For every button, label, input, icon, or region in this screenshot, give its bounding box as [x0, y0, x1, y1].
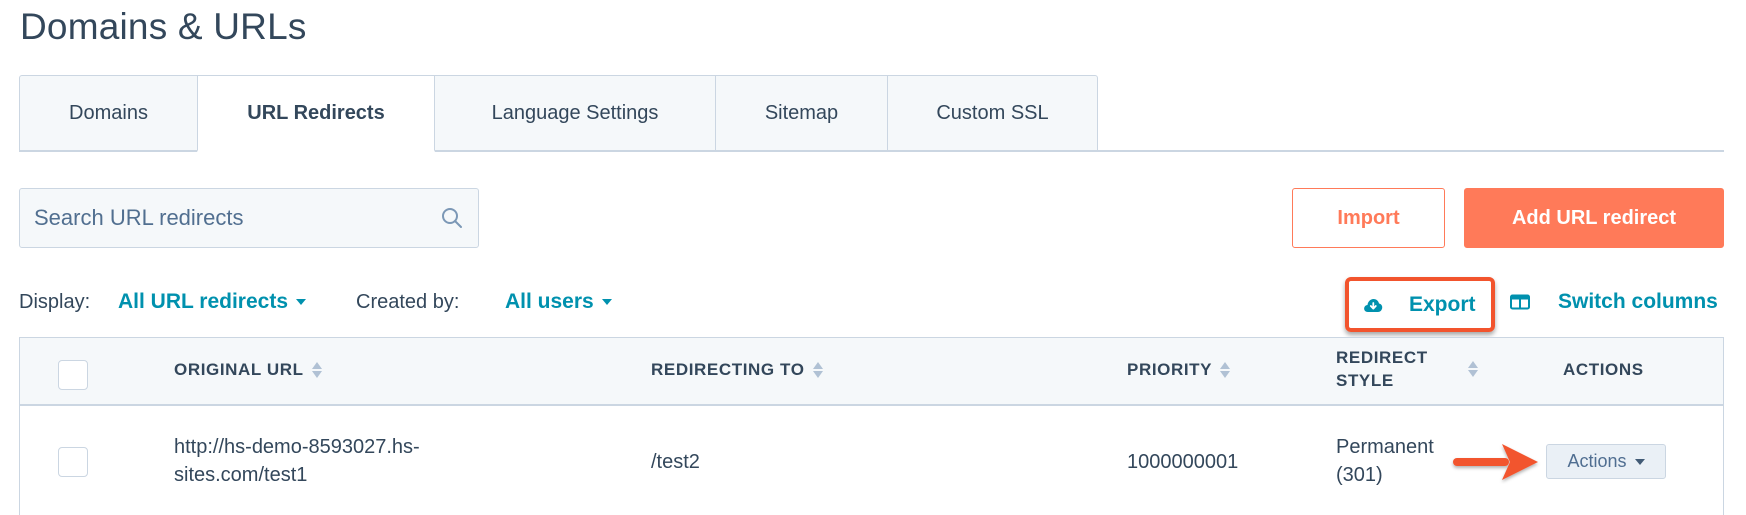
cell-text: (301): [1336, 464, 1383, 486]
column-label: PRIORITY: [1127, 360, 1213, 379]
column-header-original-url[interactable]: ORIGINAL URL: [174, 360, 322, 380]
chevron-down-icon: [296, 299, 306, 305]
original-url-cell: http://hs-demo-8593027.hs- sites.com/tes…: [174, 433, 420, 489]
column-header-priority[interactable]: PRIORITY: [1127, 360, 1231, 380]
columns-icon: [1510, 294, 1530, 310]
column-label: ACTIONS: [1563, 360, 1644, 379]
created-by-filter-value: All users: [505, 290, 594, 313]
tab-label: URL Redirects: [247, 101, 385, 124]
url-redirects-table: ORIGINAL URL REDIRECTING TO PRIORITY RED…: [19, 337, 1724, 515]
tab-label: Domains: [69, 101, 148, 124]
column-label: ORIGINAL URL: [174, 360, 304, 379]
created-by-filter-dropdown[interactable]: All users: [505, 290, 612, 314]
actions-label: Actions: [1567, 451, 1627, 471]
search-input[interactable]: [34, 205, 440, 231]
chevron-down-icon: [1634, 458, 1645, 465]
select-all-checkbox[interactable]: [58, 360, 88, 390]
add-url-redirect-button[interactable]: Add URL redirect: [1464, 188, 1724, 248]
import-button[interactable]: Import: [1292, 188, 1445, 248]
column-header-redirecting-to[interactable]: REDIRECTING TO: [651, 360, 823, 380]
sort-icon[interactable]: [1468, 361, 1478, 377]
chevron-down-icon: [601, 299, 612, 305]
table-header: ORIGINAL URL REDIRECTING TO PRIORITY RED…: [20, 338, 1723, 406]
display-filter-value: All URL redirects: [118, 290, 288, 313]
sort-icon[interactable]: [812, 362, 823, 378]
column-header-redirect-style[interactable]: REDIRECT STYLE: [1336, 346, 1478, 392]
column-label: REDIRECTING TO: [651, 360, 805, 379]
priority-cell: 1000000001: [1127, 451, 1239, 473]
tab-label: Language Settings: [491, 101, 659, 124]
search-icon[interactable]: [440, 206, 464, 230]
cell-text: Permanent: [1336, 436, 1434, 458]
created-by-filter-label: Created by:: [356, 291, 460, 313]
column-label: REDIRECT STYLE: [1336, 346, 1454, 392]
cloud-download-icon: [1364, 298, 1383, 312]
column-label-line: STYLE: [1336, 371, 1394, 390]
redirecting-to-cell: /test2: [651, 451, 700, 473]
cell-text: http://hs-demo-8593027.hs-: [174, 436, 420, 458]
export-button[interactable]: Export: [1345, 277, 1495, 332]
row-actions-button[interactable]: Actions: [1546, 444, 1666, 479]
tab-language-settings[interactable]: Language Settings: [434, 75, 716, 152]
export-label: Export: [1409, 292, 1476, 316]
sort-icon[interactable]: [1220, 362, 1231, 378]
tab-custom-ssl[interactable]: Custom SSL: [887, 75, 1098, 152]
column-label-line: REDIRECT: [1336, 348, 1428, 367]
tab-label: Sitemap: [764, 101, 839, 124]
redirect-style-cell: Permanent (301): [1336, 433, 1434, 489]
tab-sitemap[interactable]: Sitemap: [715, 75, 888, 152]
switch-columns-button[interactable]: Switch columns: [1510, 290, 1718, 314]
search-box: [19, 188, 479, 248]
display-filter-label: Display:: [19, 291, 91, 313]
page-title: Domains & URLs: [20, 6, 307, 47]
tab-label: Custom SSL: [936, 101, 1049, 124]
tab-domains[interactable]: Domains: [19, 75, 198, 152]
arrow-right-icon: [1453, 444, 1538, 480]
display-filter-dropdown[interactable]: All URL redirects: [118, 290, 306, 314]
cell-text: sites.com/test1: [174, 464, 308, 486]
sort-icon[interactable]: [311, 362, 322, 378]
column-header-actions: ACTIONS: [1563, 360, 1644, 380]
row-checkbox[interactable]: [58, 447, 88, 477]
tab-url-redirects[interactable]: URL Redirects: [197, 75, 435, 152]
switch-columns-label: Switch columns: [1558, 290, 1718, 313]
